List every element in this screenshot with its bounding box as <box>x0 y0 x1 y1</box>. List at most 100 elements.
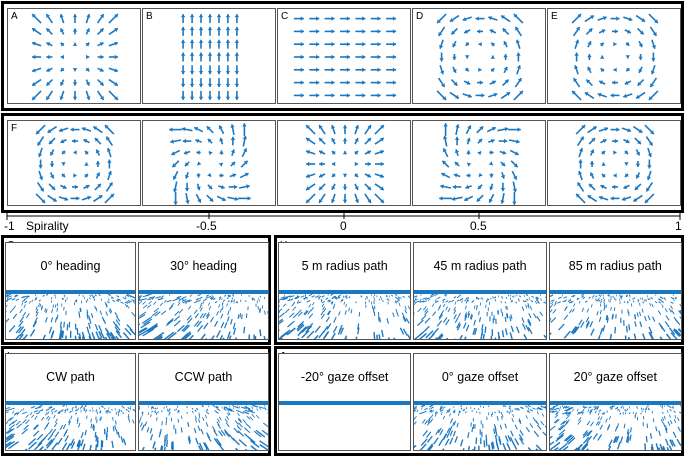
vector-arrowhead <box>342 186 348 190</box>
flow-streak <box>98 330 103 339</box>
flow-streak <box>666 410 669 413</box>
flow-streak <box>510 314 513 320</box>
flow-streak <box>54 449 56 450</box>
flow-streak <box>426 338 428 339</box>
flow-streak <box>518 419 522 425</box>
flow-streak <box>218 296 222 299</box>
flow-streak <box>614 426 618 432</box>
vector-arrowhead <box>46 67 51 72</box>
flow-streak <box>448 410 451 413</box>
flow-streak <box>50 317 54 323</box>
flow-streak <box>74 335 77 339</box>
vector-arrowhead <box>478 172 483 177</box>
flow-streak <box>508 294 510 297</box>
flow-streak <box>606 425 610 431</box>
flow-streak <box>38 446 44 450</box>
spiral-panel-1-vectors <box>169 123 251 205</box>
flow-streak <box>445 438 450 446</box>
flow-streak <box>344 295 347 298</box>
vector-arrowhead <box>377 42 381 47</box>
flow-streak <box>202 300 205 304</box>
flow-streak <box>446 431 451 439</box>
flow-streak <box>29 300 31 304</box>
flow-streak <box>674 296 676 300</box>
flow-streak <box>68 419 71 424</box>
flow-streak <box>658 301 661 304</box>
flow-streak <box>505 305 508 310</box>
flow-streak <box>173 320 181 327</box>
flow-streak <box>74 412 78 415</box>
flow-streak <box>474 328 478 335</box>
flow-streak <box>453 430 457 437</box>
flow-streak <box>196 320 202 328</box>
flow-streak <box>325 316 330 323</box>
vector-arrowhead <box>650 130 654 135</box>
spiral-panel-1 <box>142 120 276 206</box>
flow-streak <box>80 307 82 312</box>
flow-streak <box>210 296 214 299</box>
flow-streak <box>429 295 434 298</box>
flow-streak <box>595 299 598 302</box>
flow-streak <box>409 340 411 341</box>
vector-arrowhead <box>234 96 240 100</box>
flow-streak <box>127 413 130 418</box>
flow-streak <box>673 410 676 413</box>
flow-streak <box>48 406 53 409</box>
flow-streak <box>402 295 406 298</box>
flow-streak <box>57 410 61 414</box>
flow-streak <box>670 309 675 315</box>
vector-arrowhead <box>52 197 57 202</box>
flow-streak <box>586 420 590 426</box>
vector-arrowhead <box>185 200 190 204</box>
flow-streak <box>438 438 444 447</box>
flow-streak <box>549 410 554 413</box>
flow-streak <box>565 434 573 442</box>
flow-streak <box>14 412 20 415</box>
flow-streak <box>141 412 144 416</box>
flow-streak <box>141 411 144 414</box>
flow-streak <box>249 439 260 448</box>
vector-arrowhead <box>380 173 384 179</box>
flow-streak <box>147 412 150 416</box>
flow-streak <box>550 301 554 305</box>
flow-streak <box>199 304 202 309</box>
flow-streak <box>677 310 681 315</box>
flow-streak <box>23 297 27 301</box>
vector-arrowhead <box>346 54 350 60</box>
flow-streak <box>573 326 580 334</box>
flow-streak <box>504 338 506 339</box>
vector-arrowhead <box>346 29 350 34</box>
flow-streak <box>289 295 295 298</box>
flow-streak <box>154 411 157 414</box>
flow-streak <box>31 299 34 303</box>
flow-streak <box>543 301 546 304</box>
flow-streak <box>104 301 107 305</box>
flow-streak <box>34 296 38 300</box>
flow-streak <box>9 308 14 314</box>
flow-streak <box>456 322 461 329</box>
flow-streak <box>522 323 527 330</box>
vector-arrowhead <box>638 68 643 73</box>
vector-arrowhead <box>573 78 578 82</box>
flow-streak <box>203 322 209 330</box>
flow-streak <box>51 428 57 435</box>
flow-streak <box>53 422 58 428</box>
flow-streak <box>546 409 547 411</box>
flow-streak <box>48 326 53 334</box>
flow-streak <box>238 417 242 422</box>
vector-arrowhead <box>437 19 441 24</box>
flow-streak <box>422 325 431 334</box>
vector-arrowhead <box>218 125 223 130</box>
flow-streak <box>174 310 180 316</box>
flow-streak <box>592 294 595 298</box>
flow-streak <box>619 436 623 444</box>
flow-streak <box>613 326 616 334</box>
flow-streak <box>549 408 555 411</box>
flow-streak <box>510 436 515 444</box>
flow-streak <box>279 298 285 301</box>
flow-streak <box>666 446 669 450</box>
group-g-panel-1-flow <box>139 290 268 339</box>
flow-streak <box>18 333 24 339</box>
flow-streak <box>230 409 235 413</box>
vector-arrowhead <box>467 162 472 167</box>
